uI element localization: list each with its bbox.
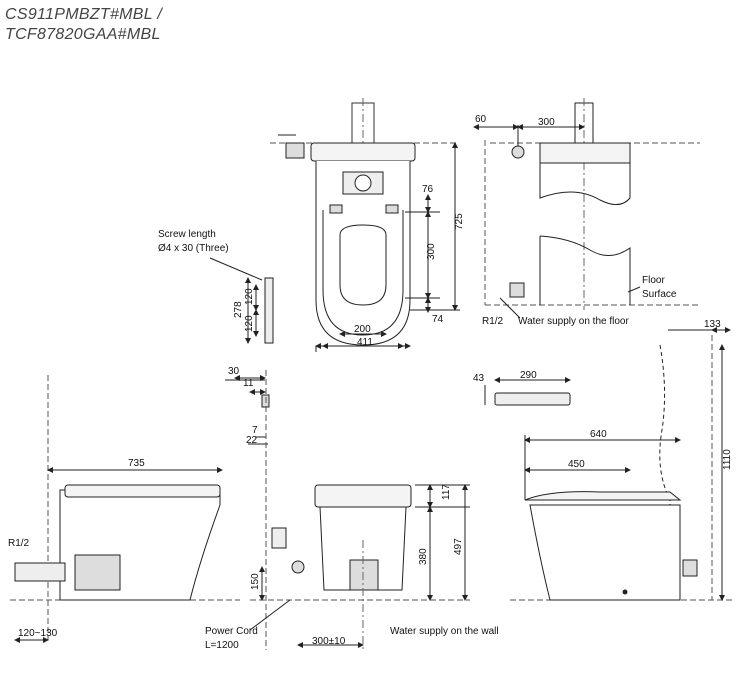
r12-side-label: R1/2: [8, 538, 30, 549]
dim-120-a: 120: [244, 288, 255, 305]
dim-278: 278: [233, 301, 244, 318]
title-line-2: TCF87820GAA#MBL: [5, 26, 161, 43]
dim-60: 60: [475, 114, 487, 125]
power-cord-length-label: L=1200: [205, 640, 239, 651]
dim-30: 30: [228, 366, 240, 377]
dim-380: 380: [418, 548, 429, 565]
dim-725: 725: [454, 213, 465, 230]
title-line-1: CS911PMBZT#MBL /: [5, 6, 163, 23]
dim-1110: 1110: [722, 449, 733, 470]
dim-735: 735: [128, 458, 145, 469]
dim-7: 7: [252, 425, 258, 436]
dim-11: 11: [243, 378, 254, 389]
dim-117: 117: [441, 484, 452, 500]
right-elevation: [510, 327, 735, 601]
screw-spec-label: Ø4 x 30 (Three): [158, 243, 229, 254]
dim-300-top: 300: [538, 117, 555, 128]
screw-bracket: [209, 257, 274, 344]
dim-120-130: 120~130: [18, 628, 58, 639]
front-elevation: [249, 370, 470, 652]
power-cord-label: Power Cord: [205, 626, 258, 637]
dim-150: 150: [250, 573, 261, 590]
screw-length-label: Screw length: [158, 229, 216, 240]
dim-300-10: 300±10: [312, 636, 346, 647]
dim-300-plan: 300: [426, 243, 437, 260]
dim-290: 290: [520, 370, 537, 381]
dim-200: 200: [354, 324, 371, 335]
plan-view: [270, 98, 460, 352]
dim-411: 411: [357, 337, 373, 348]
dim-450: 450: [568, 459, 585, 470]
r12-top-label: R1/2: [482, 316, 504, 327]
surface-label: Surface: [642, 289, 677, 300]
dim-120-b: 120: [244, 315, 255, 332]
dim-640: 640: [590, 429, 607, 440]
dim-133: 133: [704, 319, 721, 330]
left-elevation: [10, 375, 240, 643]
dim-74: 74: [432, 314, 444, 325]
dim-43: 43: [473, 373, 485, 384]
remote-control: [484, 377, 571, 406]
side-view-top: [473, 98, 700, 319]
dim-76: 76: [422, 184, 434, 195]
water-supply-wall-label: Water supply on the wall: [390, 626, 499, 637]
water-supply-floor-label: Water supply on the floor: [518, 316, 629, 327]
floor-label: Floor: [642, 275, 665, 286]
dim-22: 22: [246, 435, 258, 446]
dim-497: 497: [453, 538, 464, 555]
